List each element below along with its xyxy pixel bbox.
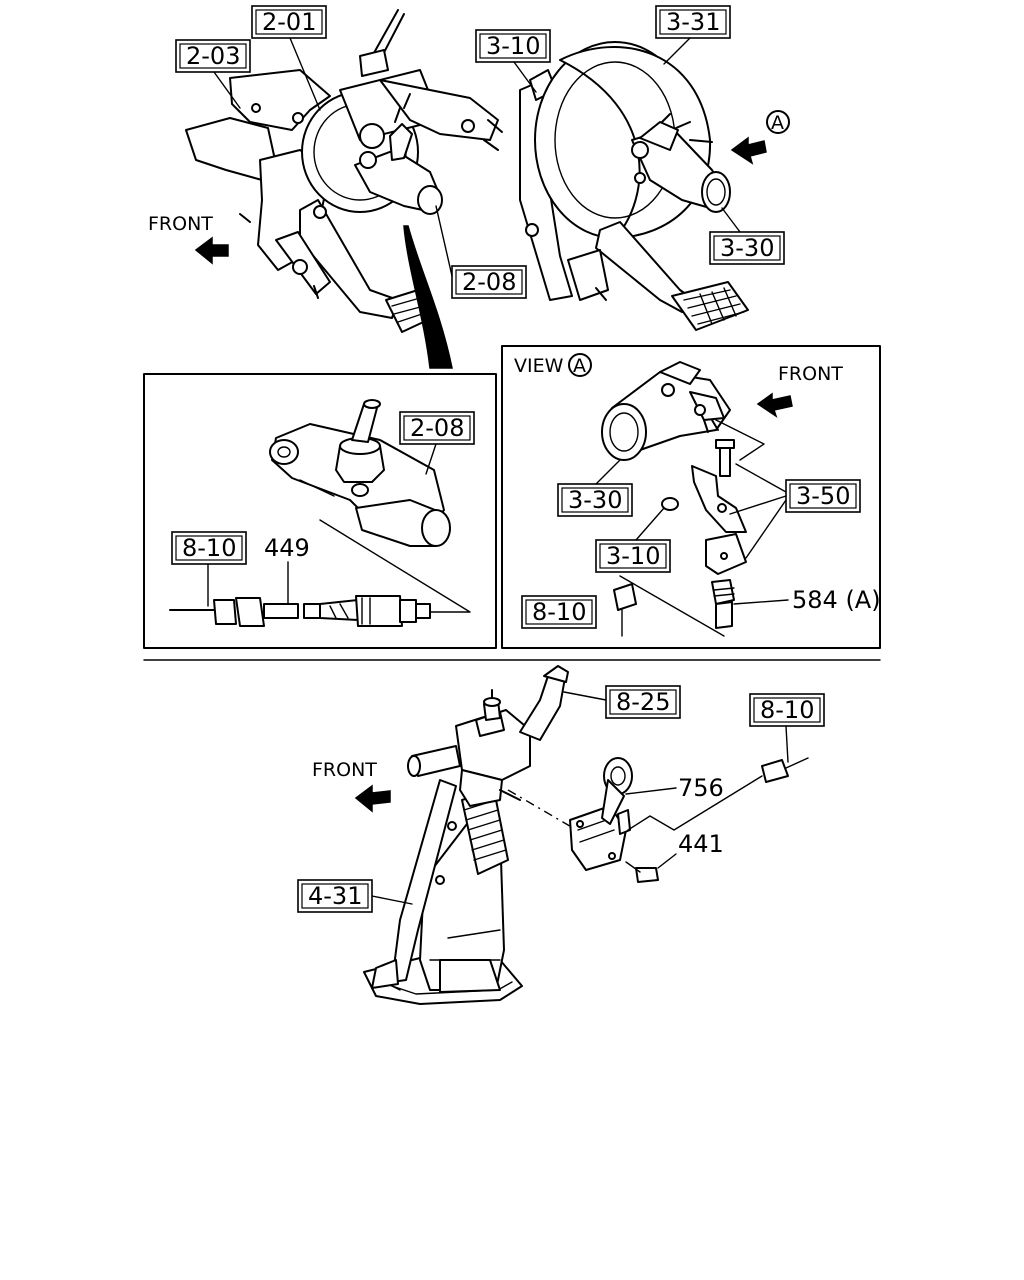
front-arrow-view xyxy=(756,392,793,418)
part-8-25-box xyxy=(605,685,681,719)
part-8-10-box-view xyxy=(521,595,597,629)
view-label: VIEW xyxy=(514,355,564,377)
connector-bottom xyxy=(761,757,809,783)
part-2-08-box-inset xyxy=(399,411,475,445)
steering-column-assembly xyxy=(363,665,569,1005)
part-label-3-30-view: 3-30 xyxy=(568,486,622,514)
sensor-bracket xyxy=(661,439,747,629)
clutch-pedal-assembly xyxy=(185,9,503,333)
part-label-2-08-top: 2-08 xyxy=(462,268,516,296)
part-2-01-box xyxy=(251,5,327,39)
part-label-2-08-inset: 2-08 xyxy=(410,414,464,442)
master-cylinder-view xyxy=(601,361,731,461)
part-3-10-box-top xyxy=(475,29,551,63)
view-letter-circle xyxy=(568,353,592,377)
part-3-30-box-top xyxy=(709,231,785,265)
connector-view xyxy=(613,583,637,637)
part-label-8-25: 8-25 xyxy=(616,688,670,716)
part-label-449: 449 xyxy=(264,534,310,562)
part-label-584-a: 584 (A) xyxy=(792,586,881,614)
part-label-8-10-bottom: 8-10 xyxy=(760,696,814,724)
part-3-50-box xyxy=(785,479,861,513)
part-3-10-box-view xyxy=(595,539,671,573)
part-label-3-10-view: 3-10 xyxy=(606,542,660,570)
reservoir-detail xyxy=(269,399,451,547)
part-label-3-50: 3-50 xyxy=(796,482,850,510)
part-label-3-10-top: 3-10 xyxy=(486,32,540,60)
brake-switch-detail xyxy=(169,595,431,627)
brake-booster-assembly xyxy=(519,41,749,331)
part-label-4-31: 4-31 xyxy=(308,882,362,910)
part-8-10-box-bottom xyxy=(749,693,825,727)
part-3-30-box-view xyxy=(557,483,633,517)
inset-detail-2-08 xyxy=(143,373,497,649)
front-arrow-bottom xyxy=(354,784,391,813)
part-4-31-box xyxy=(297,879,373,913)
inset-view-a xyxy=(501,345,881,649)
part-label-3-30-top: 3-30 xyxy=(720,234,774,262)
part-2-03-box xyxy=(175,39,251,73)
steering-sensor xyxy=(569,757,659,883)
part-2-08-box-top xyxy=(451,265,527,299)
front-label-top: FRONT xyxy=(148,213,213,235)
view-letter: A xyxy=(573,355,586,377)
part-label-2-03: 2-03 xyxy=(186,42,240,70)
part-label-441: 441 xyxy=(678,830,724,858)
detail-callout-arrow xyxy=(403,225,453,369)
front-arrow-top xyxy=(194,236,229,265)
part-3-31-box xyxy=(655,5,731,39)
view-a-arrow-letter: A xyxy=(771,112,784,134)
part-label-3-31: 3-31 xyxy=(666,8,720,36)
part-label-8-10-inset: 8-10 xyxy=(182,534,236,562)
front-label-bottom: FRONT xyxy=(312,759,377,781)
part-label-756: 756 xyxy=(678,774,724,802)
front-label-view: FRONT xyxy=(778,363,843,385)
part-8-10-box-inset xyxy=(171,531,247,565)
part-label-2-01: 2-01 xyxy=(262,8,316,36)
view-a-arrow: A xyxy=(730,110,790,165)
part-label-8-10-view: 8-10 xyxy=(532,598,586,626)
